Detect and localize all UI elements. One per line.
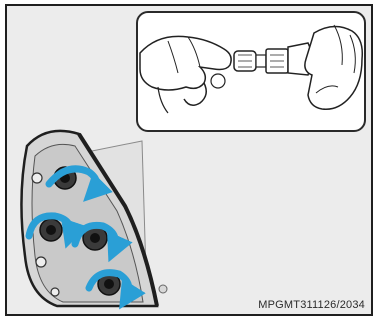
illustration-frame: MPGMT311126/2034	[5, 4, 373, 316]
figure-reference-code: MPGMT311126/2034	[258, 299, 365, 311]
panel-screw	[159, 285, 167, 293]
bulb-socket-middle-left	[40, 219, 62, 241]
mounting-boss	[36, 257, 46, 267]
mounting-boss	[51, 288, 59, 296]
bulb-removal-illustration	[138, 13, 364, 130]
wedge-bulb	[234, 51, 266, 71]
mounting-boss	[32, 173, 42, 183]
bulb-removal-inset	[136, 11, 366, 132]
right-hand	[305, 26, 362, 109]
bulb-glass	[211, 74, 225, 88]
